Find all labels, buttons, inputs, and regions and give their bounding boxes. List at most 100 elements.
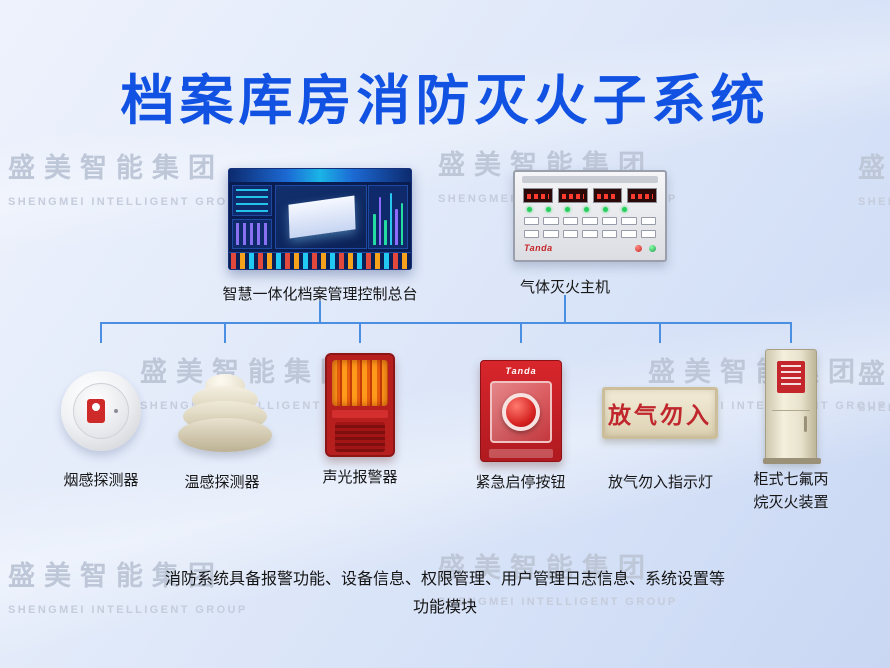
host-lcd xyxy=(523,188,553,203)
heat-detector-label: 温感探测器 xyxy=(184,474,260,491)
sound-light-alarm-illustration xyxy=(325,353,395,457)
cabinet-label: 柜式七氟丙 烷灭火装置 xyxy=(731,468,851,514)
watermark: 盛美智能集团 SHENGMEI INTELLIGENT GROUP xyxy=(858,352,890,414)
bar xyxy=(400,203,403,245)
dashboard-right-charts xyxy=(368,185,408,249)
led-indicator xyxy=(603,207,608,212)
gas-warning-sign-text: 放气勿入 xyxy=(608,402,712,428)
host-button xyxy=(543,230,559,238)
dashboard-3d-room-view xyxy=(275,185,367,249)
connector-drop-button xyxy=(520,324,522,343)
alarm-speaker-grille xyxy=(335,422,385,452)
led-indicator xyxy=(622,207,627,212)
cabinet-label-line2: 烷灭火装置 xyxy=(753,494,829,511)
watermark-en: SHENGMEI INTELLIGENT GROUP xyxy=(8,604,248,616)
footer-text-line2: 功能模块 xyxy=(412,599,477,616)
dashboard-line-chart xyxy=(232,185,272,216)
watermark-en: SHENGMEI INTELLIGENT GROUP xyxy=(858,402,890,414)
watermark-cn: 盛美智能集团 xyxy=(8,153,224,183)
dashboard-bottom-strip xyxy=(229,252,411,269)
dashboard-body xyxy=(229,182,411,252)
host-button xyxy=(562,217,579,225)
console-dashboard-screenshot xyxy=(228,168,412,270)
connector-drop-cabinet xyxy=(790,324,792,343)
smoke-detector-logo-badge xyxy=(87,399,105,423)
cabinet-handle xyxy=(804,416,807,432)
bar xyxy=(373,214,376,245)
host-button-row xyxy=(524,217,656,225)
host-button xyxy=(601,217,618,225)
footer-text-line1: 消防系统具备报警功能、设备信息、权限管理、用户管理日志信息、系统设置等 xyxy=(164,571,725,588)
emergency-button-label: 紧急启停按钮 xyxy=(475,474,566,491)
extinguisher-cabinet-illustration xyxy=(763,349,821,464)
watermark: 盛美智能集团 SHENGMEI INTELLIGENT GROUP xyxy=(858,146,890,208)
led-indicator xyxy=(584,207,589,212)
connector-drop-sign xyxy=(659,324,661,343)
connector-horizontal xyxy=(100,322,792,324)
cabinet-label-line1: 柜式七氟丙 xyxy=(753,471,829,488)
bar xyxy=(378,197,381,245)
alarm-band xyxy=(332,410,388,418)
connector-riser-host xyxy=(564,295,566,322)
host-button xyxy=(582,230,598,238)
watermark: 盛美智能集团 SHENGMEI INTELLIGENT GROUP xyxy=(8,554,248,616)
watermark-en: SHENGMEI INTELLIGENT GROUP xyxy=(858,196,890,208)
host-button xyxy=(621,217,637,225)
watermark-cn: 盛美智能集团 xyxy=(8,561,224,591)
heat-detector-fin xyxy=(178,418,272,452)
console-label: 智慧一体化档案管理控制总台 xyxy=(222,286,418,303)
watermark-cn: 盛美智能集团 xyxy=(648,357,864,387)
connector-drop-siren xyxy=(359,324,361,343)
watermark-cn: 盛美智能集团 xyxy=(438,553,654,583)
dashboard-area-chart xyxy=(232,218,272,249)
room-model xyxy=(288,195,356,239)
dashboard-bar-chart xyxy=(368,185,408,249)
host-display-row xyxy=(523,188,657,203)
emergency-button-illustration: Tanda xyxy=(480,360,562,462)
heat-detector-illustration xyxy=(178,374,272,452)
watermark-en: SHENGMEI INTELLIGENT GROUP xyxy=(438,596,678,608)
host-button xyxy=(524,217,540,225)
bar xyxy=(384,219,387,245)
green-button xyxy=(649,244,656,252)
host-lcd xyxy=(627,188,657,203)
watermark-cn: 盛美智能集团 xyxy=(858,359,890,389)
connector-riser-console xyxy=(319,301,321,322)
watermark-cn: 盛美智能集团 xyxy=(858,153,890,183)
emergency-button-knob xyxy=(502,393,540,431)
page-title: 档案库房消防灭火子系统 xyxy=(120,71,770,131)
gas-warning-sign-label: 放气勿入指示灯 xyxy=(607,474,713,491)
smoke-detector-indicator xyxy=(114,409,118,413)
red-button xyxy=(635,244,642,252)
gas-host-panel: Tanda xyxy=(513,170,667,262)
host-lcd xyxy=(592,188,623,203)
emergency-button-brand: Tanda xyxy=(505,366,537,376)
host-button xyxy=(640,217,656,225)
host-button xyxy=(524,230,540,238)
watermark-en: SHENGMEI INTELLIGENT GROUP xyxy=(8,196,248,208)
bar xyxy=(389,193,392,245)
host-brand-logo: Tanda xyxy=(524,243,553,253)
gas-warning-sign-illustration: 放气勿入 xyxy=(602,387,718,439)
host-top-strip xyxy=(522,176,658,183)
connector-drop-smoke xyxy=(100,324,102,343)
host-lcd xyxy=(557,188,588,203)
host-led-row xyxy=(527,207,653,212)
alarm-lamp xyxy=(332,360,388,406)
cabinet-door-seam xyxy=(772,410,810,411)
host-button xyxy=(621,230,637,238)
host-button xyxy=(562,230,579,238)
alarm-label: 声光报警器 xyxy=(322,469,398,486)
connector-drop-heat xyxy=(224,324,226,343)
emergency-button-cover xyxy=(490,381,552,443)
host-button-row xyxy=(524,230,656,238)
emergency-button-label-strip xyxy=(489,449,553,458)
host-label: 气体灭火主机 xyxy=(519,279,610,296)
background-streak xyxy=(0,0,890,278)
led-indicator xyxy=(527,207,532,212)
dashboard-header-bar xyxy=(229,169,411,182)
host-round-buttons xyxy=(635,244,656,252)
led-indicator xyxy=(546,207,551,212)
watermark: 盛美智能集团 SHENGMEI INTELLIGENT GROUP xyxy=(8,146,248,208)
